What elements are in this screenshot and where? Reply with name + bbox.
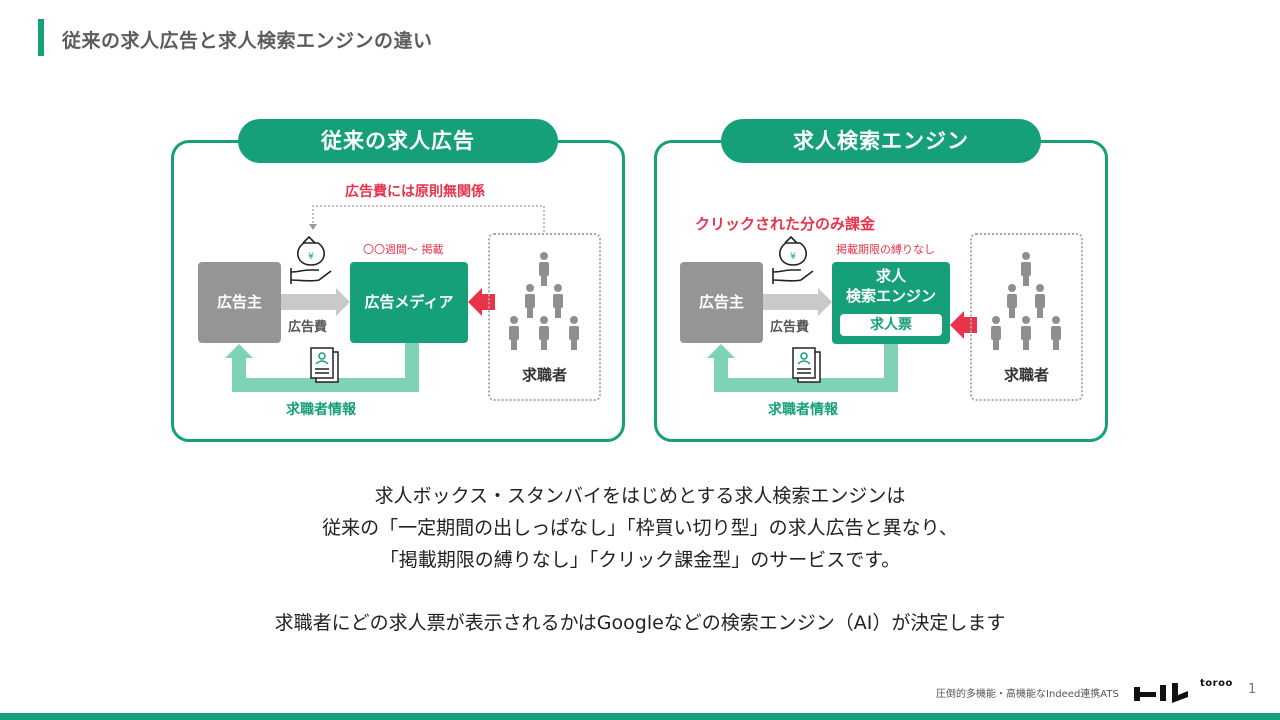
description-line-1: 求人ボックス・スタンバイをはじめとする求人検索エンジンは [374,485,906,507]
footer-tagline: 圧倒的多機能・高機能なIndeed連携ATS [936,689,1119,700]
yen-mark-left: ¥ [308,252,314,262]
seeker-info-label-left: 求職者情報 [286,402,356,418]
seeker-info-arrow-right [707,342,898,392]
dotted-arrow-head [309,224,317,230]
job-seekers-label-right: 求職者 [1003,366,1049,384]
money-hand-icon-left [290,235,332,284]
job-seekers-label-left: 求職者 [521,366,567,384]
resume-icon-left [310,347,339,383]
job-seekers-icon-left [509,252,579,350]
advertiser-box-right: 広告主 [680,262,763,343]
title-accent-bar [38,19,44,56]
fee-arrow-left [281,288,350,316]
fee-arrow-right [763,288,832,316]
job-posting-ticket: 求人票 [840,314,942,336]
ad-fee-label-left: 広告費 [288,320,328,335]
click-billing-note: クリックされた分のみ課金 [695,215,876,233]
page-number: 1 [1248,682,1257,697]
search-engine-heading: 求人検索エンジン [721,119,1041,163]
resume-icon-right [792,347,821,383]
page-title: 従来の求人広告と求人検索エンジンの違い [62,30,433,52]
description-line-2: 従来の「一定期間の出しっぱなし」「枠買い切り型」の求人広告と異なり、 [322,517,958,539]
toru-logo [1134,683,1188,703]
footer-accent-line [0,713,1280,720]
yen-mark-right: ¥ [790,252,796,262]
fee-unrelated-note: 広告費には原則無関係 [345,184,485,200]
advertiser-box-left: 広告主 [198,262,281,343]
money-hand-icon-right [772,235,814,284]
logo-wordmark: toroo [1200,678,1233,689]
job-seekers-icon-right [991,252,1061,350]
job-seekers-box-right: 求職者 [970,233,1083,401]
description-line-4: 求職者にどの求人票が表示されるかはGoogleなどの検索エンジン（AI）が決定し… [274,612,1006,634]
ad-fee-label-right: 広告費 [770,320,810,335]
no-period-limit-note: 掲載期限の縛りなし [836,243,935,256]
fee-unrelated-dotted-arrow [312,205,545,232]
description-line-3: 「掲載期限の縛りなし」「クリック課金型」のサービスです。 [379,549,901,571]
search-engine-box-line2: 検索エンジン [845,287,936,305]
ad-media-box: 広告メディア [350,262,468,343]
traditional-ad-heading: 従来の求人広告 [238,119,558,163]
search-engine-box-line1: 求人 [875,267,906,285]
posting-period-note: 〇〇週間〜 掲載 [363,243,444,256]
seeker-info-arrow-left [225,342,419,392]
seeker-info-label-right: 求職者情報 [768,402,838,418]
job-seekers-box-left: 求職者 [488,233,601,401]
